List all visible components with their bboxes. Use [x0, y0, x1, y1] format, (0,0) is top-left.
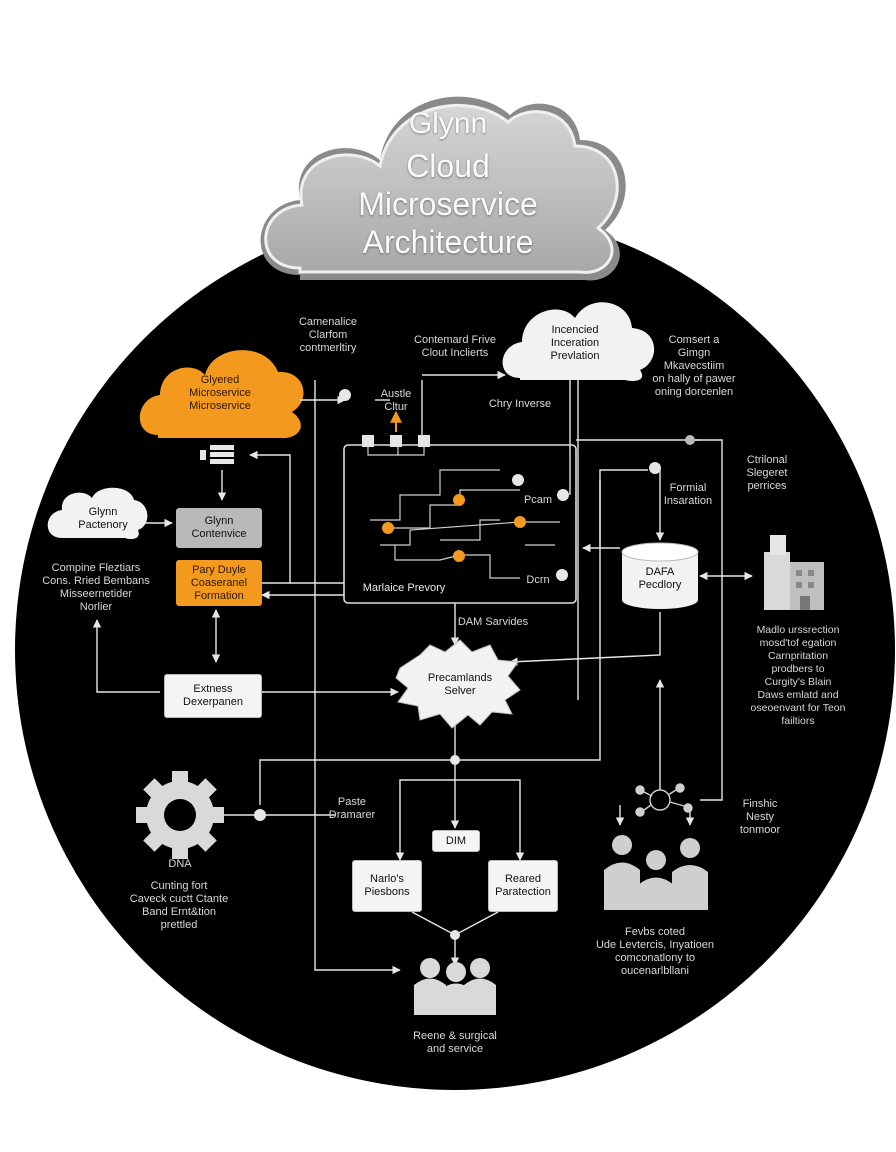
label-paste: Paste Dramarer: [328, 796, 376, 821]
label-pcam: Pcam: [523, 494, 553, 506]
title-line-1: Glynn: [408, 107, 488, 140]
label-compute: Compine Fleztiars Cons. Rried Bembans Mi…: [42, 562, 150, 613]
network-icon: [635, 783, 693, 817]
panel-circuit: [367, 440, 560, 579]
label-chry: Chry Inverse: [488, 398, 552, 410]
title-line-3: Microservice: [358, 186, 538, 222]
label-top-right: Comsert a Gimgn Mkavecstiim on hally of …: [652, 334, 736, 398]
label-control: Cunting fort Caveck cuctt Ctante Band Er…: [129, 880, 229, 931]
starburst-shape[interactable]: [395, 639, 521, 729]
server-stack-icon: [200, 445, 234, 464]
orange-cloud-label: Glyered Microservice Microservice: [189, 374, 251, 412]
main-panel-label: Marlaice Prevory: [362, 582, 446, 594]
narlo-box[interactable]: Narlo's Piesbons: [352, 860, 422, 912]
label-media: Madlo urssrection mosd'tof egation Carnp…: [750, 624, 846, 727]
extness-box[interactable]: Extness Dexerpanen: [164, 674, 262, 718]
reared-box[interactable]: Reared Paratection: [488, 860, 558, 912]
label-dcrn: Dcrn: [526, 574, 550, 586]
building-icon: [764, 535, 824, 610]
glynn-pactenory-label: Glynn Pactenory: [78, 506, 128, 531]
title-line-2: Cloud: [406, 148, 490, 184]
label-auste: Austle Cltur: [380, 388, 412, 413]
starburst-label: Precamlands Selver: [427, 672, 493, 697]
label-dim-services: DAM Sarvides: [457, 616, 529, 628]
data-cylinder-icon[interactable]: [621, 542, 699, 609]
node-dots: [254, 389, 695, 940]
orange-formation-box[interactable]: Pary Duyle Coaseranel Formation: [176, 560, 262, 606]
orange-microservice-cloud[interactable]: [139, 350, 304, 439]
incented-cloud-label: Incencied Inceration Prevlation: [550, 324, 600, 362]
label-features: Fevbs coted Ude Levtercis, Inyatioen com…: [595, 926, 714, 977]
people-group-right-icon: [604, 835, 708, 910]
title-cloud: [260, 96, 626, 281]
glynn-contenvice-box[interactable]: Glynn Contenvice: [176, 508, 262, 548]
label-top-left: Camenalice Clarfom contmerltiry: [298, 316, 358, 354]
gear-icon: [136, 771, 224, 859]
label-dna: DNA: [168, 858, 192, 870]
label-formal: Formial Insaration: [663, 482, 713, 507]
label-optional: Ctrilonal Slegeret perrices: [746, 454, 788, 492]
dim-box[interactable]: DIM: [432, 830, 480, 852]
label-finshi: Finshic Nesty tonmoor: [739, 798, 781, 836]
title-line-4: Architecture: [362, 224, 534, 260]
label-people-bottom: Reene & surgical and service: [413, 1030, 497, 1055]
people-group-bottom-icon: [414, 958, 496, 1015]
data-cylinder-label: DAFA Pecdlory: [638, 566, 682, 591]
glynn-pactenory-cloud[interactable]: [47, 487, 148, 540]
incented-cloud[interactable]: [502, 302, 655, 381]
label-top-mid: Contemard Frive Clout Inclierts: [414, 334, 496, 359]
